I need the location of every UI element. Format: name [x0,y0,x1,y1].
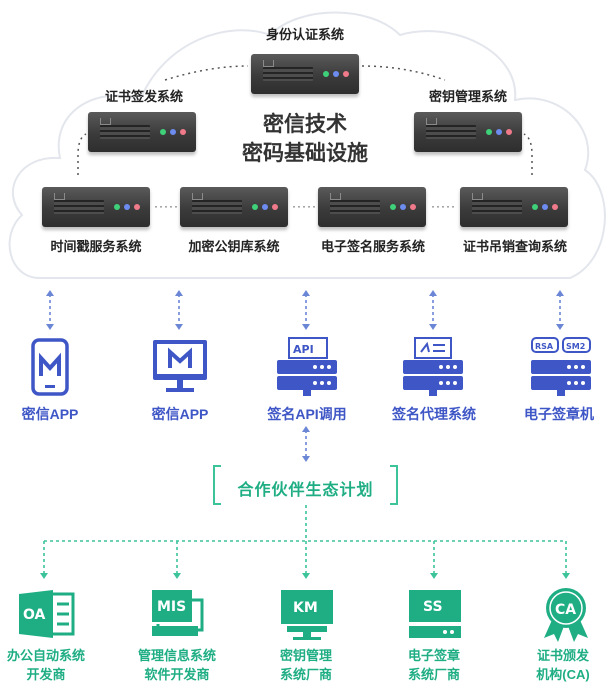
server-label-e-signature: 电子签名服务系统 [320,239,425,254]
server-revocation [460,187,568,227]
server-identity-auth [251,54,359,94]
connector-dots: ····· [292,199,317,213]
oa-icon: OA [19,590,75,638]
connector-dots: ····· [154,199,179,213]
client-connectors [46,290,564,330]
server-label-identity: 身份认证系统 [265,27,344,42]
ca-badge-icon: CA [544,588,588,642]
cloud-background [8,11,606,279]
ss-icon: SS [409,590,461,638]
title-line-1: 密信技术 [263,113,347,136]
rsa-badge-text: RSA [535,342,554,351]
api-badge-text: API [293,343,314,356]
mis-badge-text: MIS [157,599,186,615]
partner-label-mis: 管理信息系统软件开发商 [137,648,216,682]
server-label-revocation: 证书吊销查询系统 [462,239,567,254]
partner-label-km: 密钥管理系统厂商 [279,648,332,682]
server-label-timestamp: 时间戳服务系统 [50,239,142,254]
oa-badge-text: OA [23,607,46,623]
desktop-app-icon [153,340,207,392]
server-cert-issue [88,112,196,152]
client-label-mobile: 密信APP [21,406,79,422]
server-timestamp [42,187,150,227]
server-key-mgmt [414,112,522,152]
partner-label-ss: 电子签章系统厂商 [407,648,460,682]
km-icon: KM [281,590,333,640]
api-partner-connector [302,426,310,462]
server-public-key-repo [180,187,288,227]
partner-label-oa: 办公自动系统开发商 [6,648,85,682]
client-label-proxy: 签名代理系统 [392,406,476,422]
server-label-key-mgmt: 密钥管理系统 [428,89,507,104]
client-label-api: 签名API调用 [267,406,347,422]
server-e-signature [318,187,426,227]
seal-server-icon: RSA SM2 [531,337,591,396]
ss-badge-text: SS [423,599,443,615]
server-label-public-key: 加密公钥库系统 [188,239,280,254]
partner-label-ca: 证书颁发机构(CA) [536,648,590,682]
sm2-badge-text: SM2 [566,342,585,351]
client-label-desktop: 密信APP [151,406,209,422]
api-server-icon: API [277,337,337,396]
title-line-2: 密码基础设施 [242,142,368,165]
km-badge-text: KM [293,600,318,616]
mis-icon: MIS [152,590,204,636]
client-label-seal: 电子签章机 [524,406,594,422]
ca-badge-text: CA [555,602,576,618]
partner-program-box [213,465,398,505]
partner-connectors [40,505,570,579]
proxy-server-icon [403,337,463,396]
connector-dots: ····· [431,199,456,213]
server-label-cert-issue: 证书签发系统 [104,89,183,104]
server-connectors [77,65,533,175]
mobile-app-icon [31,338,69,396]
partner-program-title: 合作伙伴生态计划 [237,482,374,499]
